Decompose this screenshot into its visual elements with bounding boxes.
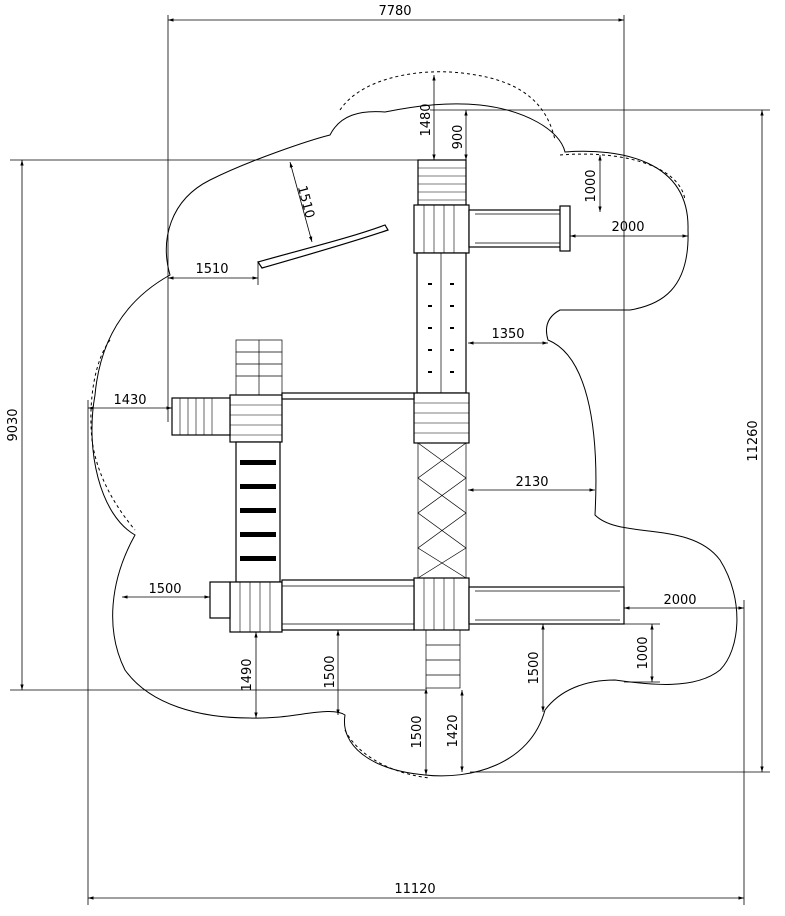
- dim-bottom-clearance-5: 1420: [446, 714, 461, 747]
- dim-top-clearance: 1480: [419, 103, 434, 136]
- dim-ramp-clearance: 1510: [195, 262, 228, 277]
- inner-dashed-outline: [90, 71, 686, 779]
- left-tower: [171, 339, 283, 633]
- dim-bottom-clearance-4: 1500: [410, 715, 425, 748]
- ramp-log: [257, 224, 389, 269]
- slide-bottom: [468, 586, 625, 625]
- dim-bottom-clearance-2: 1500: [323, 655, 338, 688]
- dim-bottom-clearance-3: 1500: [527, 651, 542, 684]
- dim-top-width: 7780: [378, 4, 411, 19]
- dim-top-platform-offset: 900: [451, 125, 466, 150]
- right-tower: [413, 159, 470, 689]
- dimension-labels: 7780 11120 9030 11260 1480 900 1000 2000…: [6, 4, 761, 897]
- bridges: [281, 392, 415, 631]
- dim-bottom-clearance-1: 1490: [240, 658, 255, 691]
- dim-right-clearance-mid: 1350: [491, 327, 524, 342]
- dim-bottom-width: 11120: [394, 882, 435, 897]
- dim-ramp-offset: 1510: [294, 184, 317, 220]
- dimension-lines: [10, 15, 770, 905]
- safety-zone-outline: [91, 103, 738, 777]
- dim-left-clearance: 1430: [113, 393, 146, 408]
- dim-right-slide-clearance-top: 2000: [611, 220, 644, 235]
- slide-top: [468, 205, 571, 252]
- dim-left-clearance-lower: 1500: [148, 582, 181, 597]
- dim-left-height: 9030: [6, 408, 21, 441]
- dim-right-clearance-lower: 2130: [515, 475, 548, 490]
- dim-right-slide-clearance-bottom: 2000: [663, 593, 696, 608]
- dim-right-height: 11260: [746, 420, 761, 461]
- dim-bottom-slide-offset: 1000: [636, 636, 651, 669]
- dim-top-slide-offset: 1000: [584, 169, 599, 202]
